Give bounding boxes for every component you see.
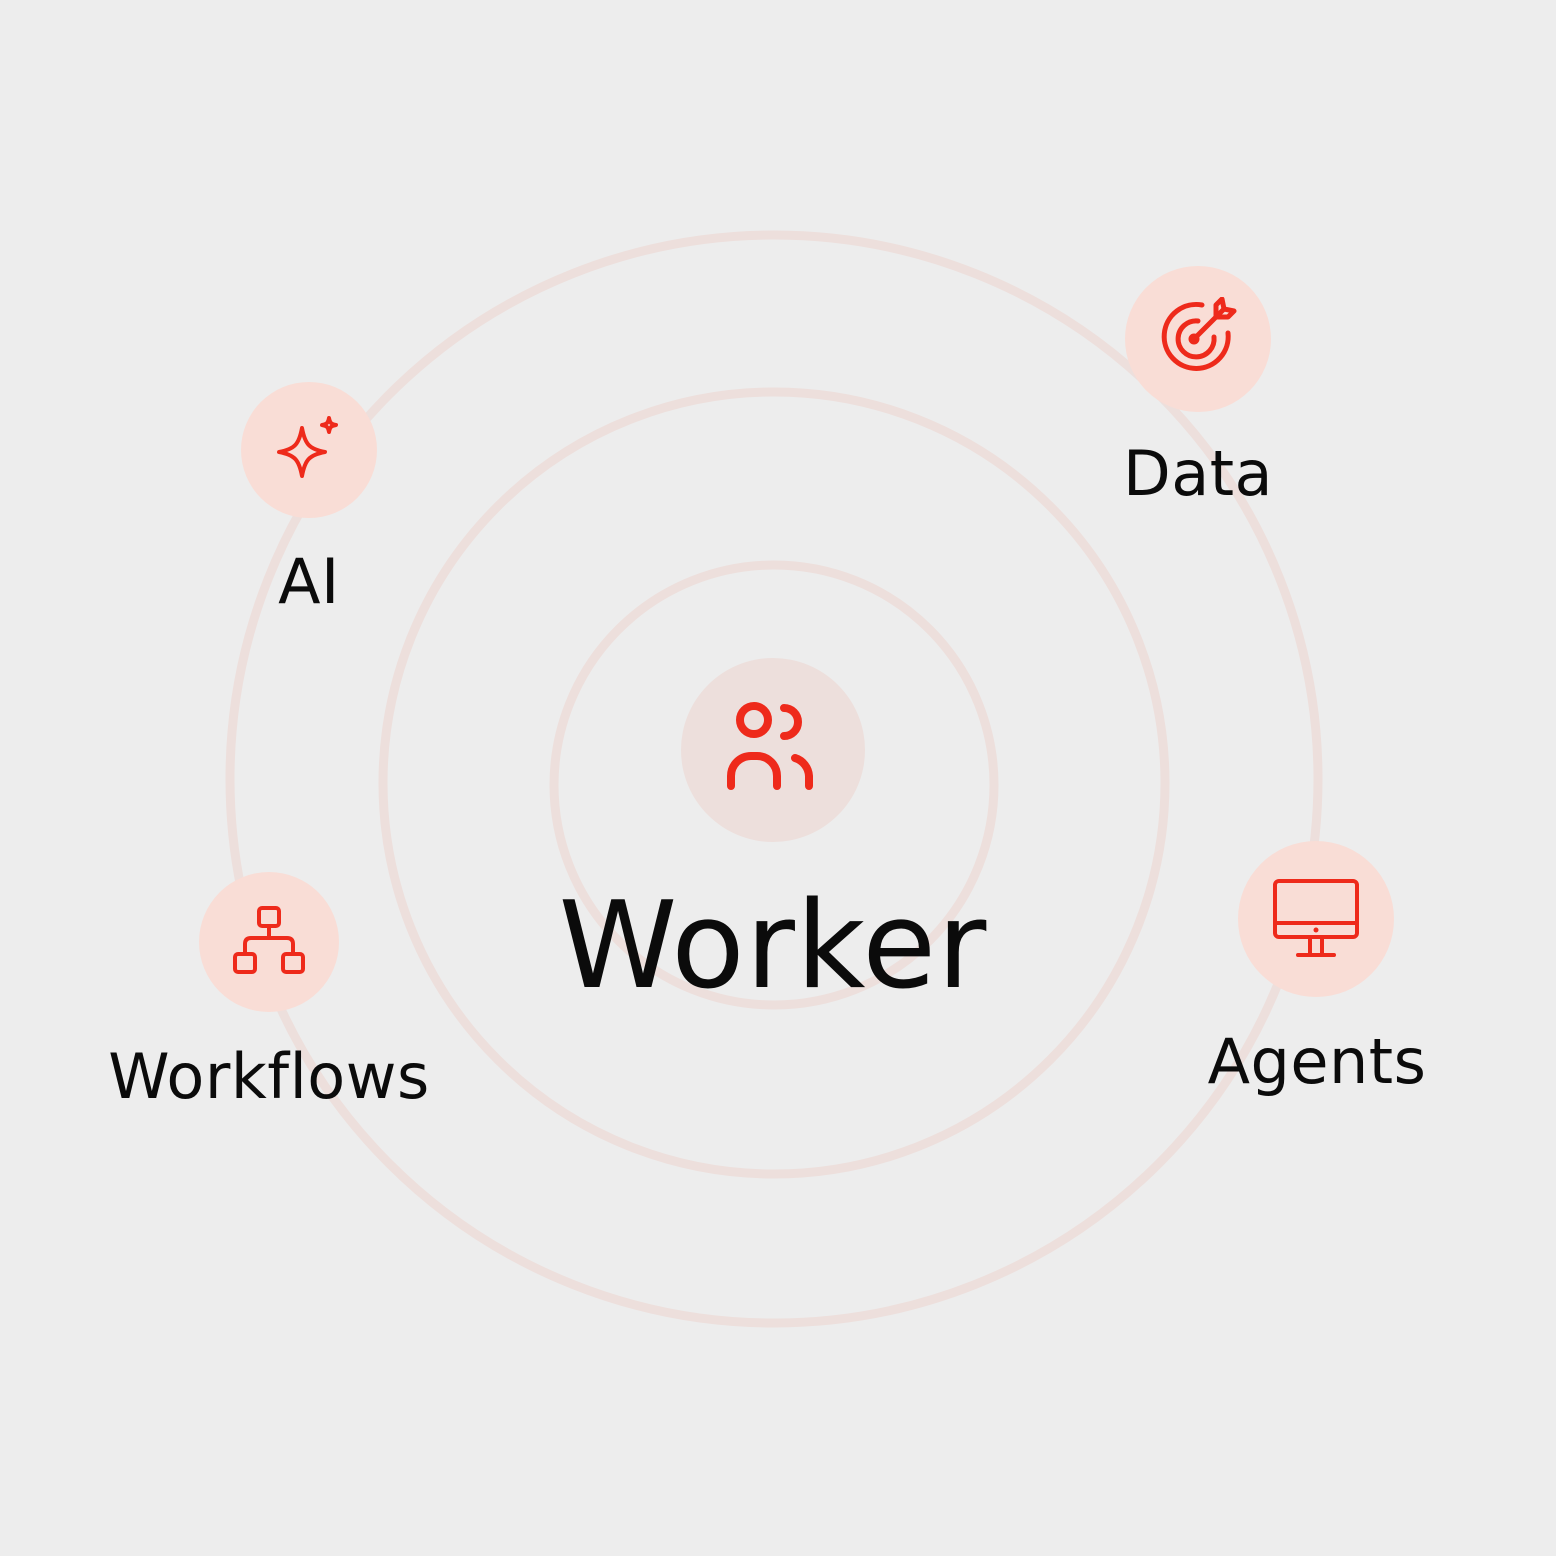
- inner-ring: [549, 560, 999, 1010]
- target-arrow-icon: [1161, 297, 1237, 371]
- label-ai: AI: [278, 545, 340, 618]
- node-ai: [241, 382, 377, 518]
- node-data: [1125, 266, 1271, 412]
- node-agents: [1238, 841, 1394, 997]
- center-node: [681, 658, 865, 842]
- sparkles-icon: [277, 416, 338, 478]
- node-workflows: [199, 872, 339, 1012]
- center-label: Worker: [558, 877, 988, 1016]
- users-icon: [727, 702, 813, 790]
- monitor-icon: [1273, 879, 1359, 957]
- middle-ring: [378, 387, 1170, 1179]
- hierarchy-icon: [233, 906, 305, 974]
- label-data: Data: [1122, 437, 1274, 510]
- label-workflows: Workflows: [108, 1040, 430, 1113]
- label-agents: Agents: [1207, 1025, 1427, 1098]
- outer-ring: [225, 230, 1323, 1328]
